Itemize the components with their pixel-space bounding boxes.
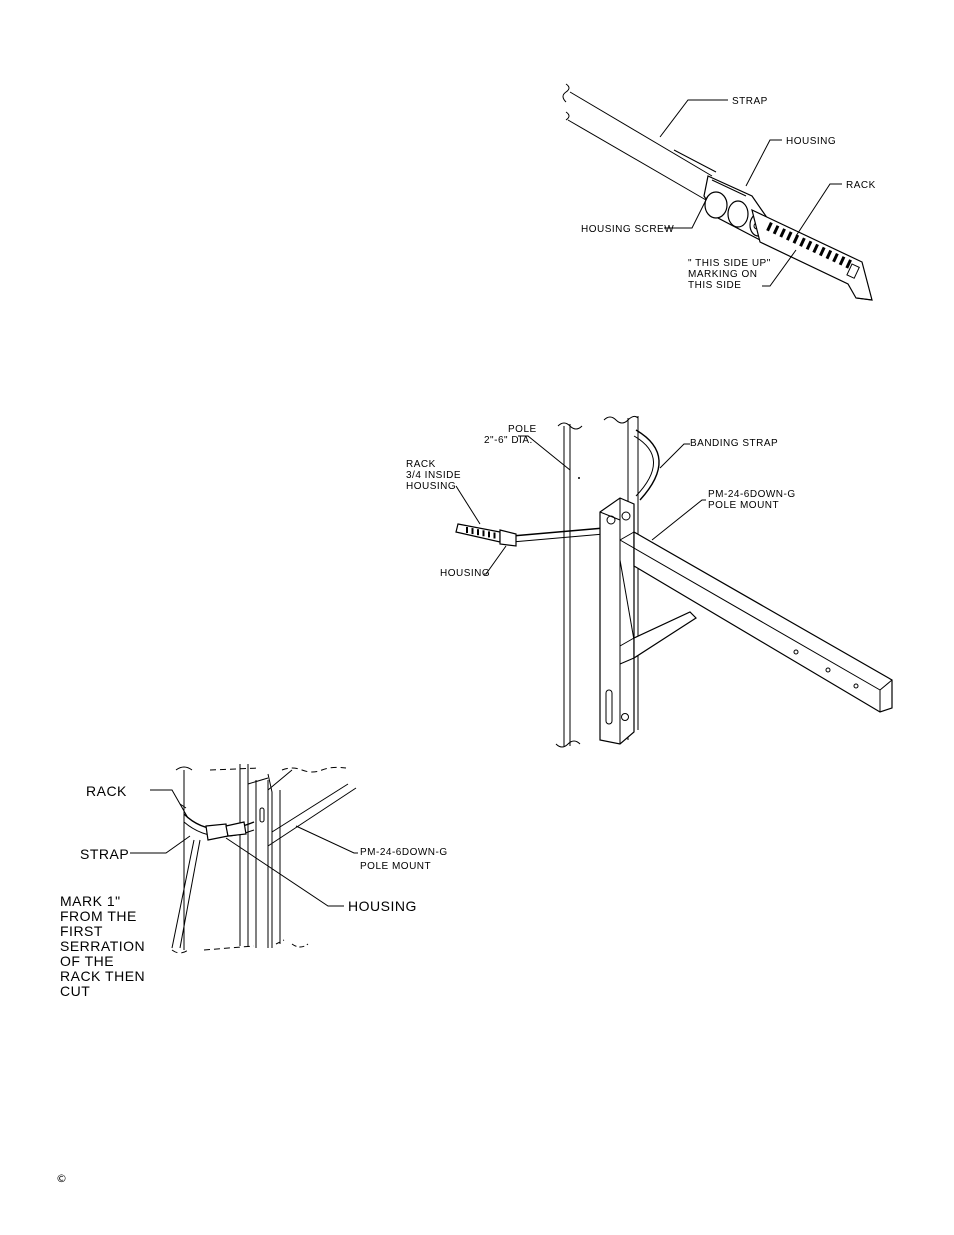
pole-leader [518,435,571,471]
housing-label: HOUSING [440,568,490,579]
note-leader-1 [171,839,195,949]
rack-slot [785,231,793,241]
pole-mount-bracket [599,497,635,745]
rack-slot [477,529,479,536]
pole-mount-label-line-2: POLE MOUNT [708,500,779,511]
cut-note-line-4: SERRATION [60,938,145,954]
housing-label: HOUSING [348,898,417,914]
pole-label-line-2: 2"-6" DIA. [484,435,533,446]
break-mark [565,111,570,121]
banding-strap-leader [659,443,690,469]
strap-label: STRAP [80,846,129,862]
note-leader-2 [179,839,201,949]
rack-label: RACK [846,180,876,191]
cut-note-line-1: MARK 1" [60,893,121,909]
rack-serrations [466,527,496,539]
rack-leader [150,789,189,819]
pole-mount-label-line-2: POLE MOUNT [360,861,431,872]
banding-strap-label: BANDING STRAP [690,438,778,449]
rack-label-line-3: HOUSING [406,481,456,492]
pole-mount-arm [619,530,893,713]
rack-slot [772,225,780,235]
strap-label: STRAP [732,96,768,107]
housing-part [499,529,517,547]
strap-leader [130,835,191,854]
rack-leader [455,485,481,525]
marking-label-line-3: THIS SIDE [688,280,741,291]
rack-slot [766,222,773,232]
rack-serrations [766,222,860,279]
rack-slot [832,253,839,263]
rack-label: RACK [86,783,127,799]
pole-mount-bracket [247,766,357,948]
pole-mount-assembly: POLE 2"-6" DIA. BANDING STRAP RACK 3/4 I… [406,415,893,748]
rack-label-line-2: 3/4 INSIDE [406,470,461,481]
marking-label-line-1: " THIS SIDE UP" [688,258,771,269]
rack-end-slot [846,263,860,279]
marking-label-line-2: MARKING ON [688,269,757,280]
housing-leader [225,837,344,907]
banding-strap-front [511,527,605,537]
strap-cut-detail: RACK STRAP PM-24-6DOWN-G POLE MOUNT HOUS… [60,764,448,999]
pole-mount-label-line-1: PM-24-6DOWN-G [360,847,448,858]
pole-mount-leader [295,825,358,854]
rack-slot [482,530,485,537]
pole-label-line-1: POLE [508,424,537,435]
rack-slot [799,237,806,247]
rack-slot [792,234,800,244]
rack-slot [812,243,819,254]
banding-strap-inner [633,435,654,497]
strap-leader [659,99,728,138]
rack-slot [466,527,468,533]
rack-label-line-1: RACK [406,459,436,470]
break-mark [562,83,570,103]
housing-label: HOUSING [786,136,836,147]
strap-housing-detail: STRAP HOUSING RACK HOUSING SCREW " THIS … [562,83,876,301]
rack-slot [825,249,833,260]
pole-mount-label-line-1: PM-24-6DOWN-G [708,489,796,500]
copyright-symbol: © [56,1172,67,1185]
housing-leader [484,545,507,575]
pole-mount-brace [619,559,697,665]
rack-slot [471,528,474,535]
rack-slot [779,228,786,238]
pole-mount-leader [651,499,706,541]
rack-slot [805,240,813,251]
housing-screw-leader [664,195,709,229]
strap-overlap [673,149,717,173]
cut-note-line-2: FROM THE [60,908,137,924]
cut-note-line-6: RACK THEN [60,968,145,984]
strap-edge-bottom [567,119,707,201]
rack-leader [795,183,842,237]
housing-screw-label: HOUSING SCREW [581,224,674,235]
rack-slot [488,531,490,538]
marking-leader [762,249,797,287]
cut-note-line-5: OF THE [60,953,114,969]
rack-slot [838,256,846,266]
banding-strap [635,429,660,501]
strap-housing [179,803,255,841]
rack-slot [845,259,852,269]
rack-slot [818,246,826,257]
cut-note-line-3: FIRST [60,923,103,939]
housing-leader [745,139,782,187]
rack-slot [493,532,496,539]
pole [171,764,261,954]
strap-edge-top [569,91,713,177]
cut-note-line-7: CUT [60,983,90,999]
